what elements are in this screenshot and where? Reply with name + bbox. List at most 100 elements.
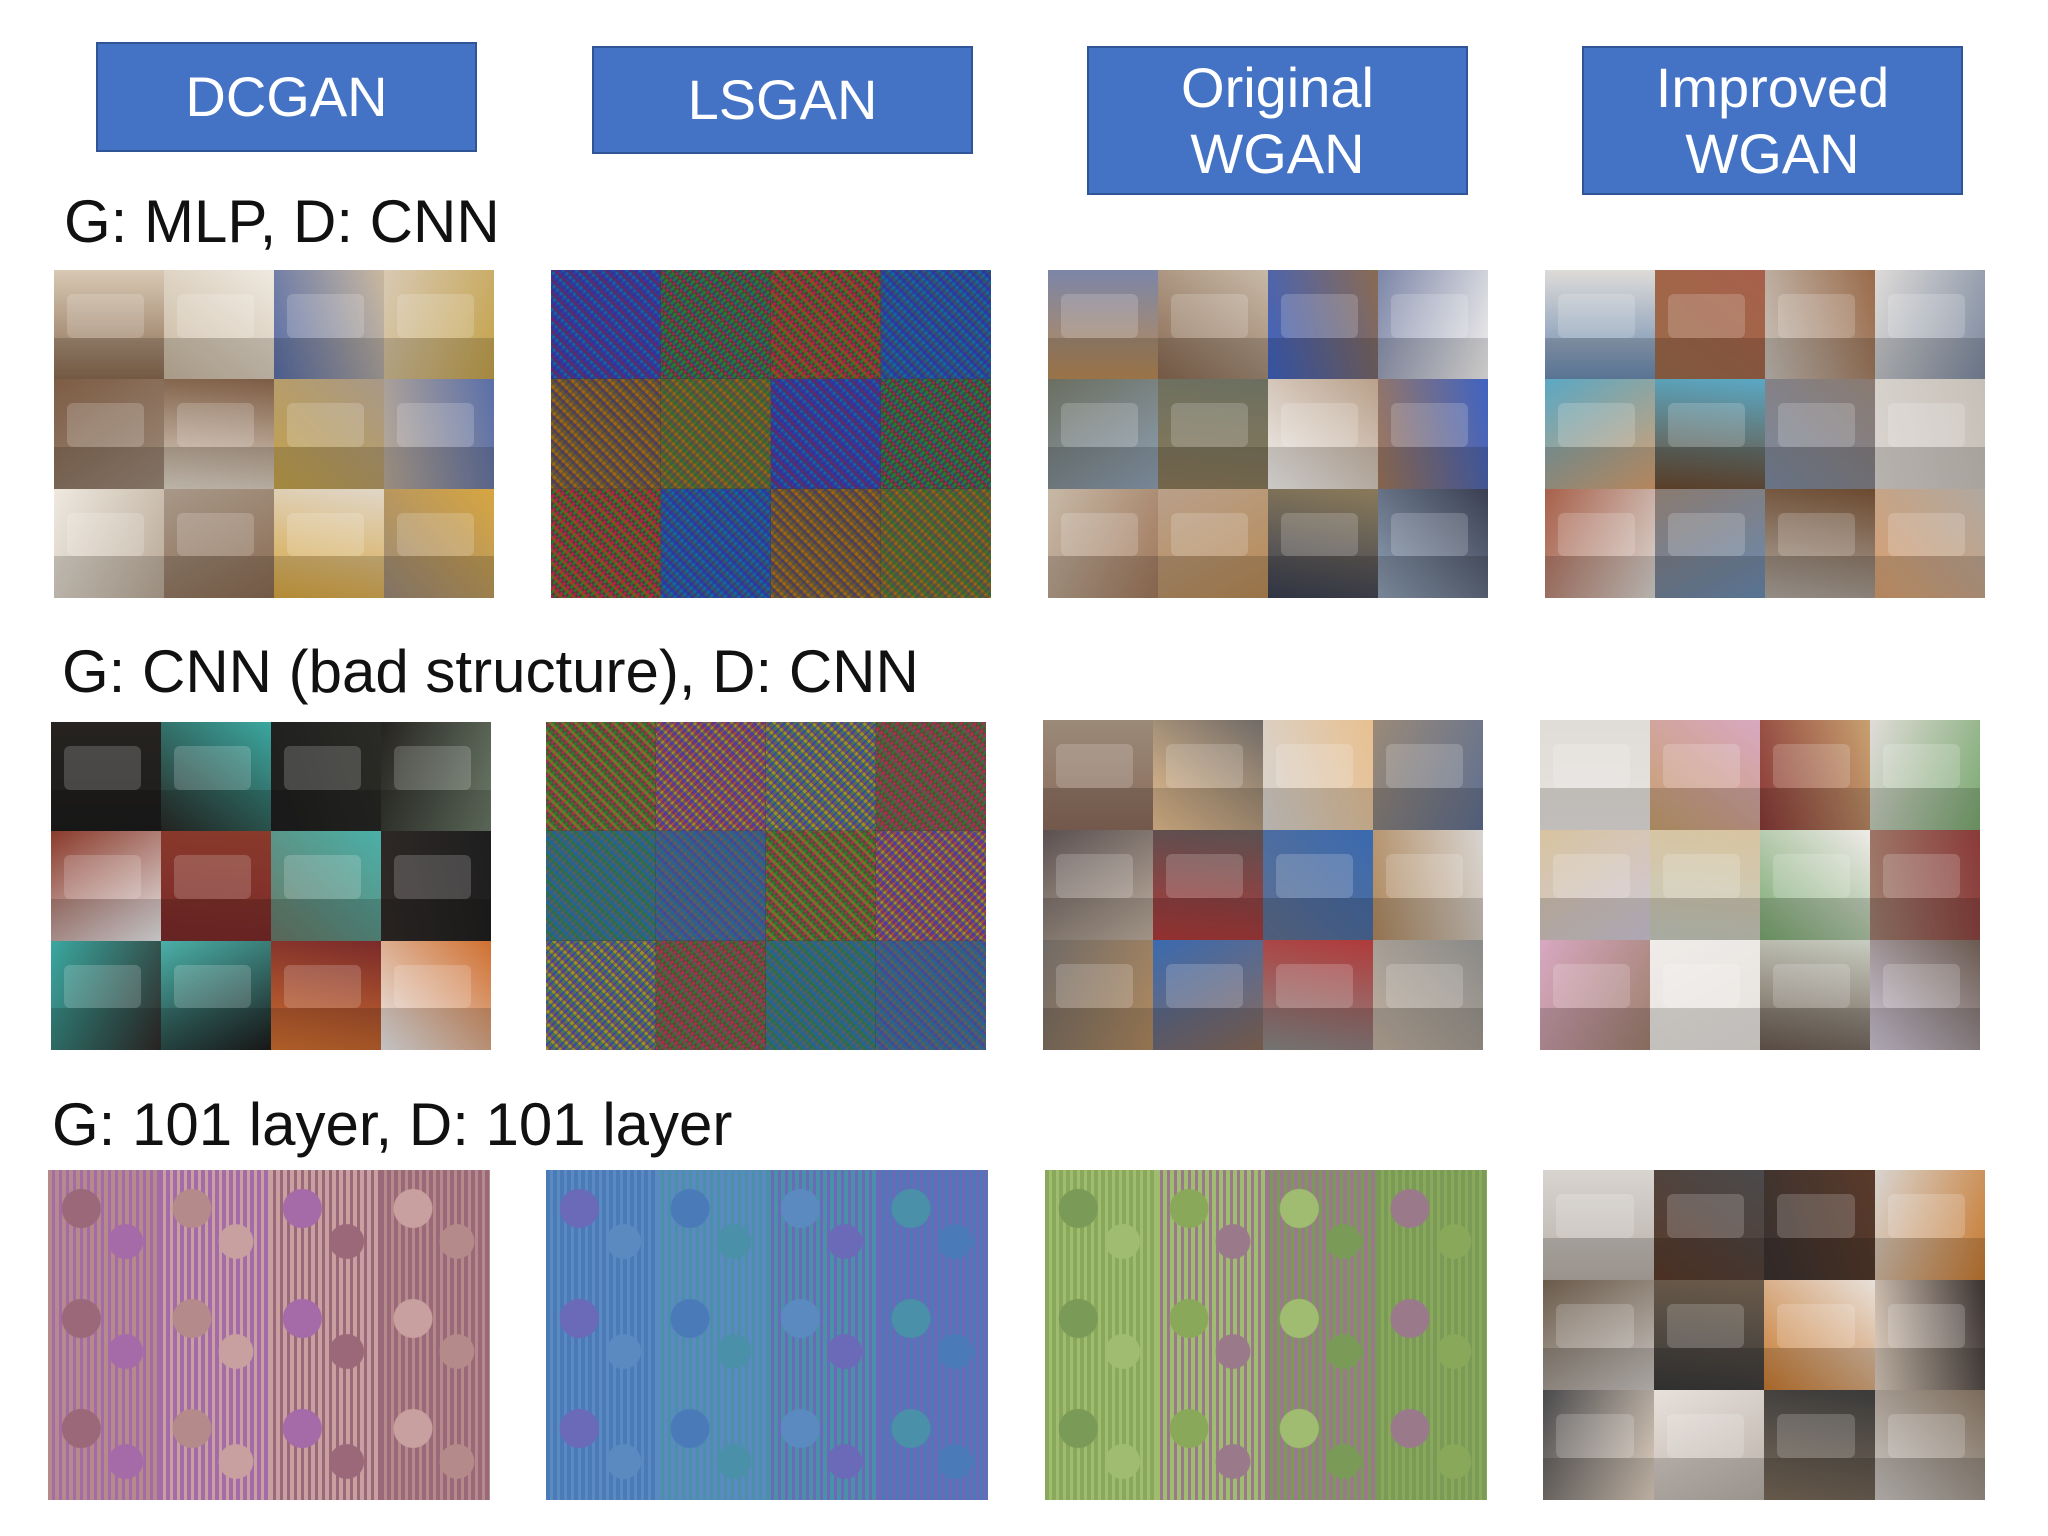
sample-tile (1376, 1390, 1487, 1500)
sample-tile (1155, 1170, 1266, 1280)
sample-tile (1655, 488, 1765, 598)
sample-tile (1765, 379, 1875, 489)
sample-tile (1043, 940, 1153, 1050)
sample-tile (269, 1390, 380, 1500)
sample-tile (1764, 1170, 1875, 1280)
sample-tile (880, 378, 991, 490)
sample-tile (158, 1170, 269, 1280)
sample-tile (379, 1170, 490, 1280)
sample-tile (158, 1390, 269, 1500)
sample-tile (1266, 1170, 1377, 1280)
sample-tile (770, 378, 882, 490)
sample-tile (1266, 1390, 1377, 1500)
sample-tile (1764, 1390, 1875, 1500)
sample-tile (1545, 270, 1655, 380)
sample-tile (1874, 1390, 1985, 1500)
sample-tile (1653, 1280, 1764, 1390)
sample-tile (384, 488, 494, 598)
sample-tile (1655, 379, 1765, 489)
sample-tile (1153, 830, 1263, 940)
sample-tile (1870, 720, 1980, 830)
sample-tile (877, 1390, 988, 1500)
header-lsgan: LSGAN (592, 46, 973, 154)
sample-tile (1378, 379, 1488, 489)
sample-tile (546, 722, 657, 833)
sample-tile (875, 939, 986, 1050)
sample-tile (1760, 940, 1870, 1050)
header-original-wgan: Original WGAN (1087, 46, 1468, 195)
sample-tile (877, 1280, 988, 1390)
sample-tile (765, 722, 877, 833)
sample-tile (1158, 488, 1268, 598)
sample-grid-lsgan-mlp (551, 270, 991, 598)
sample-tile (54, 488, 164, 598)
sample-tile (1870, 940, 1980, 1050)
sample-tile (1543, 1390, 1654, 1500)
sample-tile (1540, 940, 1650, 1050)
sample-tile (164, 270, 274, 380)
sample-tile (1268, 270, 1378, 380)
sample-tile (880, 487, 991, 598)
sample-tile (1048, 488, 1158, 598)
sample-tile (48, 1390, 159, 1500)
sample-tile (1043, 830, 1153, 940)
header-improved-wgan: Improved WGAN (1582, 46, 1963, 195)
sample-tile (158, 1280, 269, 1390)
sample-tile (546, 939, 657, 1050)
sample-grid-improved-wgan-mlp (1545, 270, 1985, 598)
sample-tile (51, 722, 161, 832)
row-label-bad-cnn: G: CNN (bad structure), D: CNN (62, 638, 919, 705)
sample-tile (655, 830, 767, 942)
sample-tile (770, 487, 882, 598)
sample-tile (1650, 720, 1760, 830)
sample-tile (655, 722, 767, 833)
sample-tile (1655, 270, 1765, 380)
sample-tile (1875, 488, 1985, 598)
sample-tile (767, 1390, 878, 1500)
sample-tile (546, 830, 657, 942)
sample-tile (384, 379, 494, 489)
sample-tile (48, 1170, 159, 1280)
sample-grid-lsgan-101 (546, 1170, 988, 1500)
sample-tile (1760, 720, 1870, 830)
sample-tile (161, 940, 271, 1050)
sample-tile (875, 830, 986, 942)
sample-tile (546, 1170, 657, 1280)
sample-tile (551, 487, 662, 598)
sample-tile (660, 270, 772, 381)
sample-tile (164, 488, 274, 598)
sample-tile (274, 379, 384, 489)
sample-tile (1875, 270, 1985, 380)
sample-tile (54, 379, 164, 489)
sample-tile (1875, 379, 1985, 489)
sample-grid-improved-wgan-101 (1543, 1170, 1985, 1500)
sample-tile (1765, 270, 1875, 380)
sample-tile (1043, 720, 1153, 830)
sample-tile (1268, 379, 1378, 489)
sample-tile (1153, 720, 1263, 830)
sample-grid-dcgan-101 (48, 1170, 490, 1500)
sample-tile (1545, 379, 1655, 489)
sample-grid-original-wgan-mlp (1048, 270, 1488, 598)
sample-tile (1158, 270, 1268, 380)
sample-tile (1268, 488, 1378, 598)
sample-tile (1373, 940, 1483, 1050)
sample-tile (1048, 379, 1158, 489)
sample-tile (1650, 940, 1760, 1050)
sample-tile (765, 830, 877, 942)
sample-tile (1158, 379, 1268, 489)
sample-grid-lsgan-bad-cnn (546, 722, 986, 1050)
sample-tile (546, 1280, 657, 1390)
sample-tile (381, 831, 491, 941)
sample-tile (551, 270, 662, 381)
sample-tile (161, 722, 271, 832)
sample-tile (271, 722, 381, 832)
sample-tile (1545, 488, 1655, 598)
sample-tile (1266, 1280, 1377, 1390)
sample-grid-original-wgan-101 (1045, 1170, 1487, 1500)
sample-tile (1874, 1280, 1985, 1390)
sample-tile (1378, 270, 1488, 380)
sample-tile (1373, 830, 1483, 940)
sample-tile (767, 1280, 878, 1390)
sample-grid-original-wgan-bad-cnn (1043, 720, 1483, 1050)
